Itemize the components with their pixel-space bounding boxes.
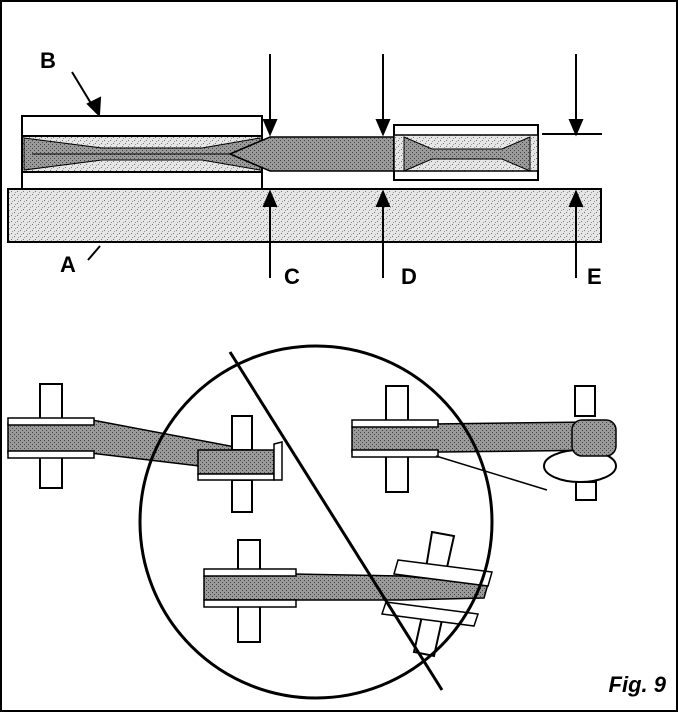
- label-d: D: [401, 264, 417, 289]
- right-twisted-drive: [351, 385, 617, 501]
- measure-d: [375, 54, 391, 278]
- measure-c: [262, 54, 278, 278]
- label-c: C: [284, 264, 300, 289]
- prohibited-symbol: [138, 344, 494, 700]
- small-pulley: [393, 124, 539, 181]
- label-e: E: [587, 264, 602, 289]
- left-misaligned-drive: [7, 383, 283, 513]
- label-b: B: [40, 48, 56, 73]
- figure-caption: Fig. 9: [608, 672, 666, 697]
- pulley-b: [21, 115, 263, 190]
- label-a: A: [60, 252, 76, 277]
- measure-e: [542, 54, 602, 278]
- bottom-angled-drive: [203, 530, 493, 658]
- straight-edge-a: [7, 188, 602, 243]
- leader-lines: [71, 71, 102, 261]
